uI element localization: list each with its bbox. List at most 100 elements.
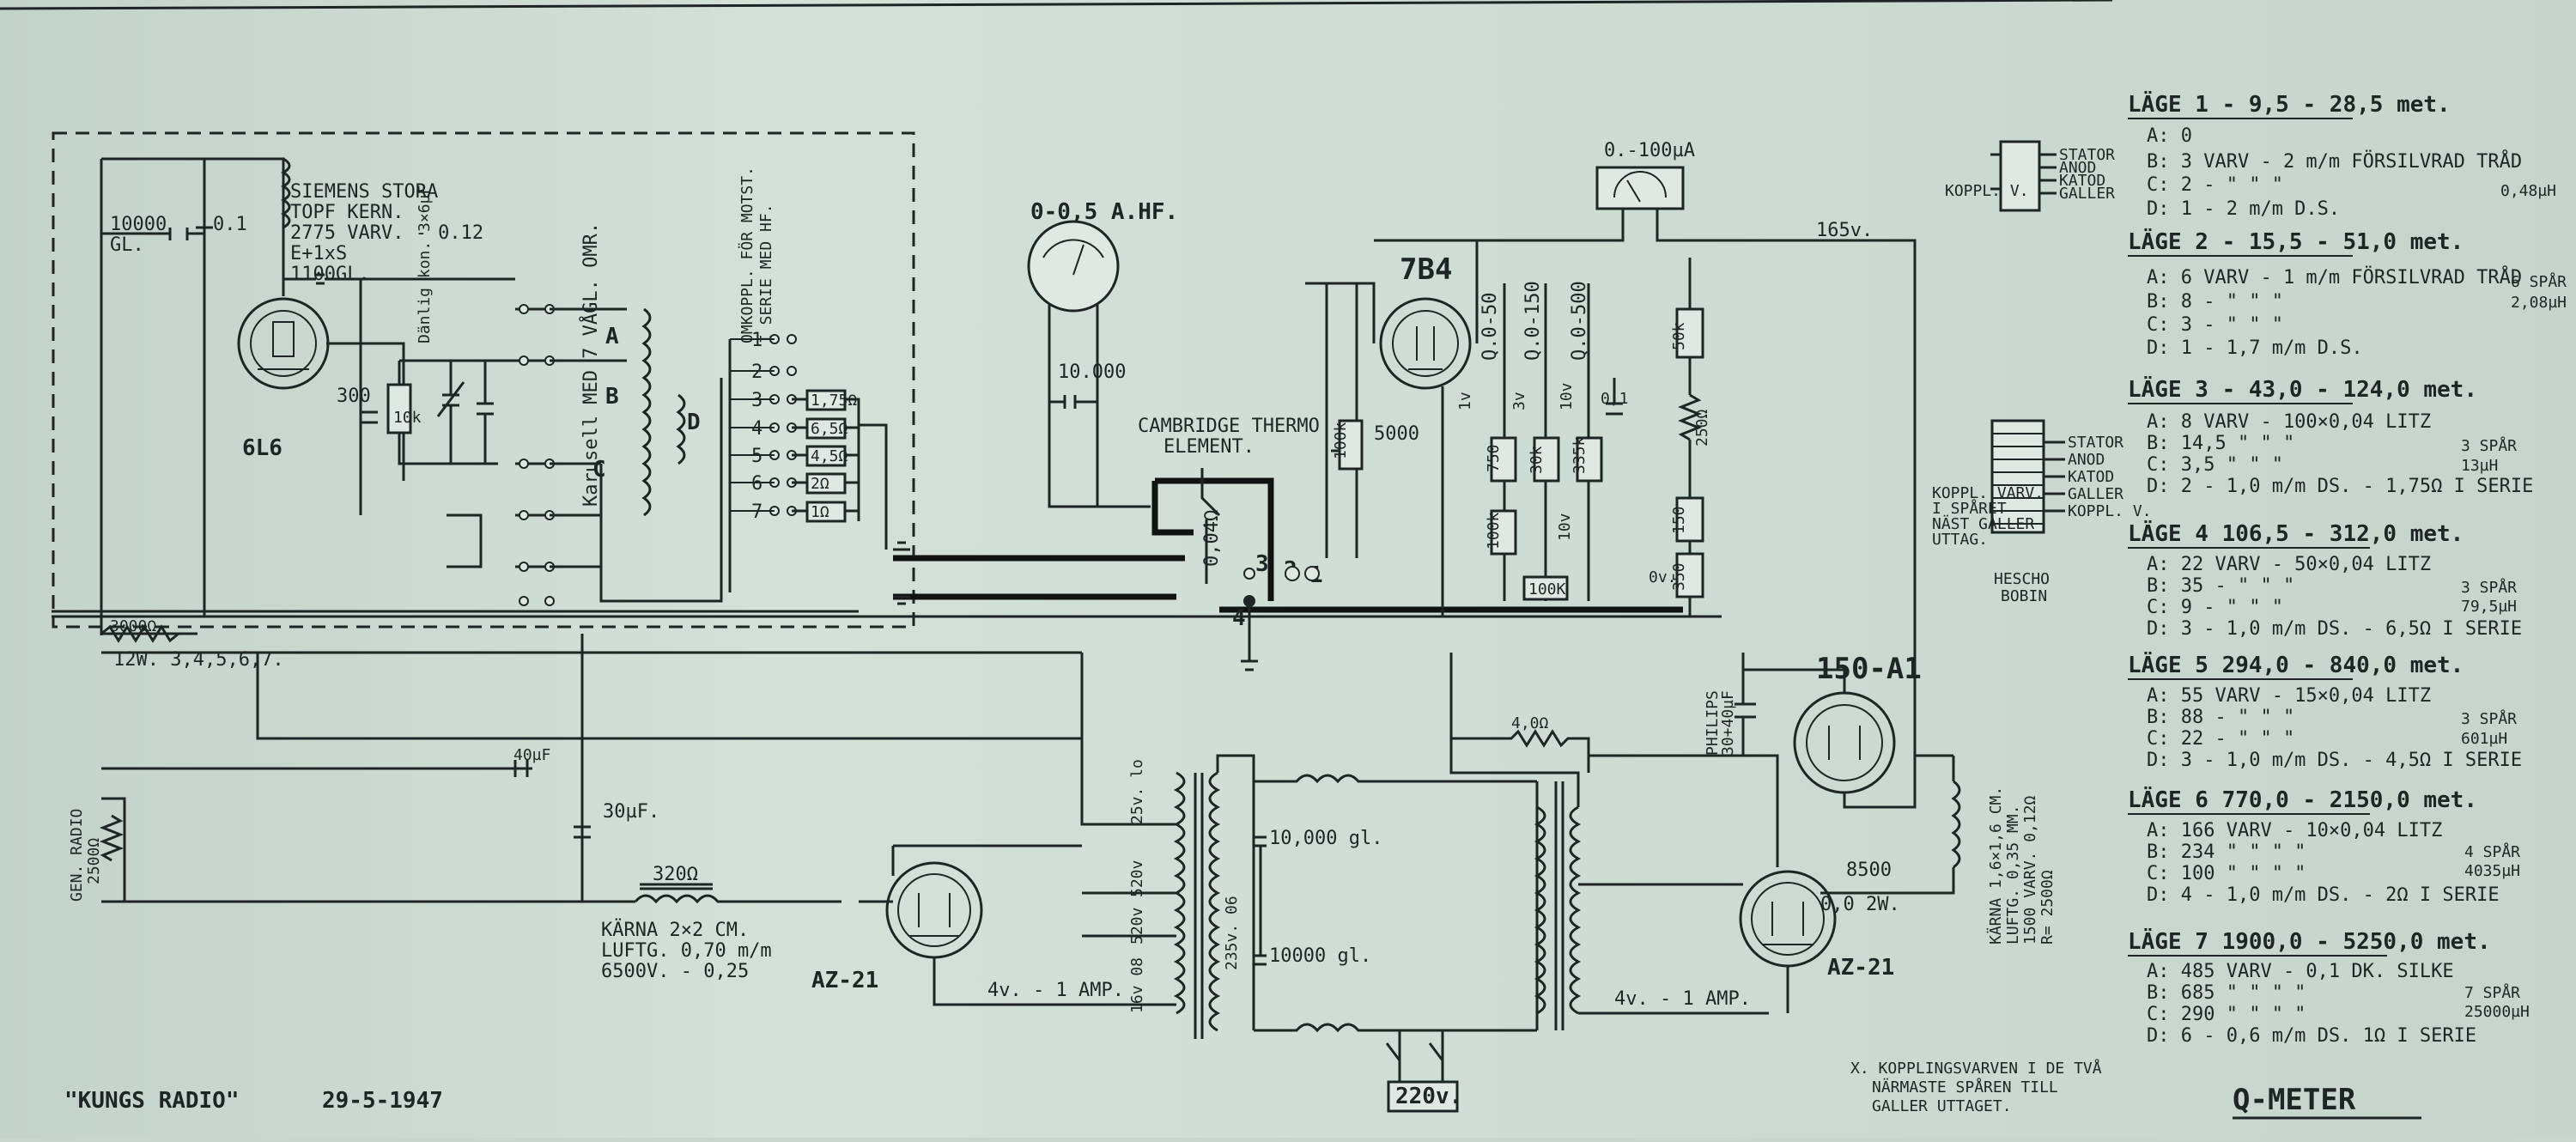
bobin-note-2: I SPÅRET	[1932, 499, 2007, 518]
oscillator-shield-outline	[52, 131, 915, 629]
res-65: 6,5Ω	[811, 420, 848, 438]
katod-label-1: KATOD	[2059, 172, 2105, 190]
res-5000: 5000	[1374, 423, 1419, 445]
siemens-coil-line1: SIEMENS STORA	[290, 181, 438, 203]
cap-10000-label: 10.000	[1058, 361, 1126, 383]
switch-pos-6: 6	[751, 473, 762, 495]
maker-label: "KUNGS RADIO"	[64, 1088, 240, 1114]
lage-2-note-1: 6 SPÅR	[2511, 272, 2567, 291]
lage-4-note-1: 3 SPÅR	[2461, 578, 2517, 597]
tube-7b4: 7B4 100k 5000	[1305, 239, 1479, 617]
lage-3-note-1: 3 SPÅR	[2461, 436, 2517, 455]
hf-ammeter-label: 0-0,5 A.HF.	[1030, 199, 1178, 225]
res-335k: 335k	[1571, 436, 1589, 474]
philips-label: PHILIPS	[1704, 690, 1722, 756]
mains-input: 220v.	[1385, 1030, 1462, 1113]
mains-220v: 220v.	[1395, 1084, 1462, 1109]
microammeter: 0.-100µA	[1374, 140, 1722, 242]
cap-300-label: 300	[337, 386, 371, 407]
res-2: 2Ω	[811, 475, 829, 493]
bobin-note-3: NÄST GALLER	[1932, 515, 2034, 533]
volt-0v: 0v.	[1649, 568, 1677, 586]
lage-4-a: A: 22 VARV - 50×0,04 LITZ	[2147, 554, 2431, 575]
volt-10v-2: 10v	[1556, 513, 1574, 541]
carousel-label: Karusell MED 7 VÅGL. OMR.	[579, 222, 602, 507]
lage-7-title: LÄGE 7 1900,0 - 5250,0 met.	[2128, 927, 2491, 955]
lage-5-a: A: 55 VARV - 15×0,04 LITZ	[2147, 685, 2431, 707]
carousel-switch: Karusell MED 7 VÅGL. OMR. A B C D	[515, 222, 723, 606]
lage-2-a: A: 6 VARV - 1 m/m FÖRSILVRAD TRÅD	[2147, 265, 2522, 289]
lage-1-d: D: 1 - 2 m/m D.S.	[2147, 198, 2340, 220]
rail-165v: 165v.	[1816, 220, 1873, 241]
siemens-coil-line3: 2775 VARV. - 0.12	[290, 222, 483, 244]
cap-30uf: 30µF.	[603, 801, 659, 823]
bobin-label: BOBIN	[2001, 587, 2047, 605]
volt-1v: 1v	[1456, 392, 1474, 410]
lage-5-title: LÄGE 5 294,0 - 840,0 met.	[2128, 651, 2464, 678]
voltage-divider: 50k 250Ω 150 350 0v.	[1649, 258, 1711, 617]
q-range-50: Q.0-50	[1479, 293, 1501, 361]
res-10k-label: 10k	[393, 409, 422, 427]
tr-235v: 235v. 06	[1223, 896, 1241, 970]
gen-radio-pot: GEN. RADIO 2500Ω	[68, 797, 635, 903]
lage-2-note-2: 2,08µH	[2511, 294, 2567, 312]
bobin-note-4: UTTAG.	[1932, 531, 1988, 549]
gen-radio-label: GEN. RADIO	[68, 809, 86, 902]
lage-7-d: D: 6 - 0,6 m/m DS. 1Ω I SERIE	[2147, 1025, 2476, 1047]
choke-spec-3: 6500V. - 0,25	[601, 961, 749, 982]
lage-6-c: C: 100 " " " "	[2147, 863, 2306, 884]
res-100k: 100k	[1332, 422, 1350, 459]
drawing-date: 29-5-1947	[322, 1088, 443, 1114]
volt-10v: 10v	[1558, 382, 1576, 410]
coil-spec-1: KÄRNA 1,6×1,6 CM.	[1987, 787, 2005, 945]
footnote-3: GALLER UTTAGET.	[1872, 1097, 2012, 1115]
lage-2-b: B: 8 - " " "	[2147, 291, 2283, 313]
range-switch-1-7: 1 2 3 4 5 6 7 1,75Ω 6,5Ω 4,5Ω 2Ω 1Ω	[728, 330, 888, 592]
coil-spec-2: LUFTG. 0,35 MM.	[2004, 805, 2022, 945]
lage-1-title: LÄGE 1 - 9,5 - 28,5 met.	[2128, 90, 2451, 118]
drawing-title: Q-METER	[2233, 1083, 2356, 1117]
power-transformer-left: 25v. lo 520v 520v 16v 08 235v. 06	[1080, 653, 1255, 1039]
hescho-bobin: STATOR ANOD KATOD GALLER KOPPL. V. KOPPL…	[1932, 419, 2152, 605]
rectifier-az21-right: AZ-21	[1578, 870, 1894, 1013]
choke-spec-2: LUFTG. 0,70 m/m	[601, 940, 772, 962]
switch-pos-3: 3	[751, 390, 762, 411]
lage-4-b: B: 35 - " " "	[2147, 575, 2294, 597]
anod-label-1: ANOD	[2059, 159, 2096, 177]
res-100k-3: 100K	[1528, 580, 1566, 598]
cap-01-label: 0.1	[213, 214, 247, 235]
lage-1-c: C: 2 - " " "	[2147, 174, 2283, 196]
heater-4v-right: 4v. - 1 AMP.	[1614, 988, 1751, 1010]
tr-16v: 16v 08	[1128, 957, 1146, 1013]
lage-3-b: B: 14,5 " " "	[2147, 433, 2294, 454]
tr-520v-2: 520v	[1128, 908, 1146, 945]
rectifier-az21-left: AZ-21 4v. - 1 AMP.	[811, 844, 1176, 1006]
switch-pos-4: 4	[751, 418, 762, 440]
res-150: 150	[1670, 506, 1688, 534]
q-range-150: Q.0-150	[1522, 281, 1544, 361]
coil-tap-c: C	[592, 457, 606, 483]
lage-7-c: C: 290 " " " "	[2147, 1004, 2306, 1025]
anod-label-2: ANOD	[2068, 451, 2105, 469]
q-range-resistors: Q.0-50 Q.0-150 Q.0-500 750 30k 335k 1v 3…	[1456, 281, 1629, 601]
lage-1-b: B: 3 VARV - 2 m/m FÖRSILVRAD TRÅD	[2147, 149, 2522, 173]
coil-spec-4: R= 2500Ω	[2038, 870, 2057, 945]
lage-7-note-1: 7 SPÅR	[2464, 983, 2520, 1002]
coil-tap-d: D	[687, 410, 701, 435]
lage-6-a: A: 166 VARV - 10×0,04 LITZ	[2147, 820, 2442, 841]
choke-spec-1: KÄRNA 2×2 CM.	[601, 919, 749, 941]
gen-radio-value: 2500Ω	[85, 838, 103, 884]
lage-5-b: B: 88 - " " "	[2147, 707, 2294, 728]
res-3000: 3000Ω	[110, 617, 156, 635]
thermo-label-2: ELEMENT.	[1163, 436, 1255, 458]
hescho-label: HESCHO	[1994, 570, 2050, 588]
lage-6-note-1: 4 SPÅR	[2464, 842, 2520, 861]
lage-5-note-2: 601µH	[2461, 730, 2507, 748]
res-350: 350	[1670, 562, 1688, 591]
thermo-res-label: 0,04Ω	[1201, 510, 1223, 567]
choke-320-label: 320Ω	[653, 864, 698, 885]
katod-label-2: KATOD	[2068, 468, 2114, 486]
philips-value: 30+40µF	[1719, 690, 1737, 756]
koppl-label-2: KOPPL. V.	[2068, 502, 2152, 520]
